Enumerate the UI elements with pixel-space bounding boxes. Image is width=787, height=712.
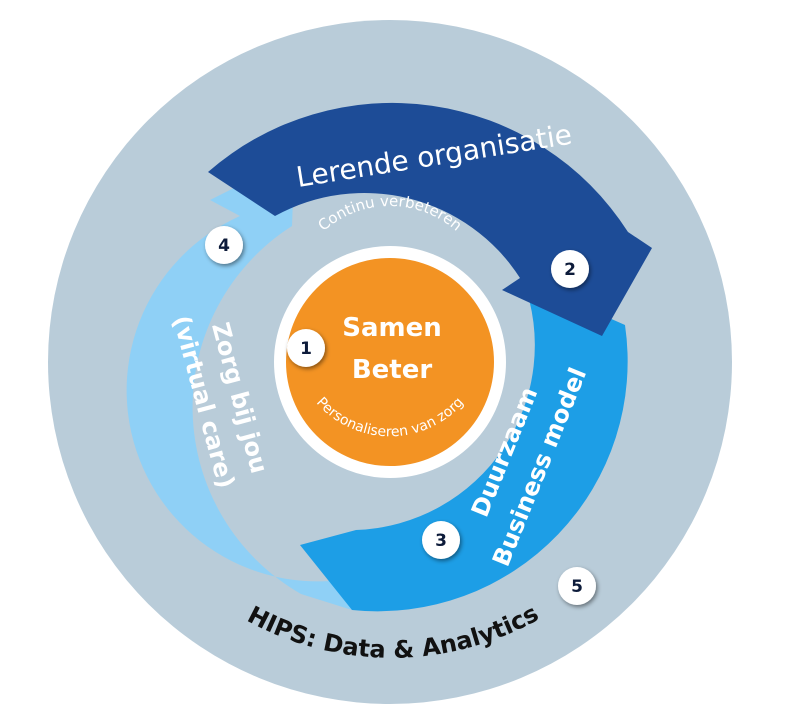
segment-zorg-bij-jou-band [126, 172, 395, 610]
badge-5: 5 [558, 567, 596, 605]
segment-lerende-organisatie-band [208, 102, 652, 337]
badge-1: 1 [287, 329, 325, 367]
badge-1-number: 1 [300, 339, 312, 359]
center-circle [274, 246, 506, 478]
center-title-line2: Beter [352, 355, 433, 385]
badge-3: 3 [422, 521, 460, 559]
segment-duurzaam-business-model-band [300, 280, 628, 612]
badge-2-number: 2 [564, 260, 576, 280]
badge-4-number: 4 [218, 236, 230, 256]
badge-2: 2 [551, 250, 589, 288]
center-title-line1: Samen [342, 313, 442, 343]
badge-5-number: 5 [571, 577, 583, 597]
badge-4: 4 [205, 226, 243, 264]
badge-3-number: 3 [435, 531, 447, 551]
